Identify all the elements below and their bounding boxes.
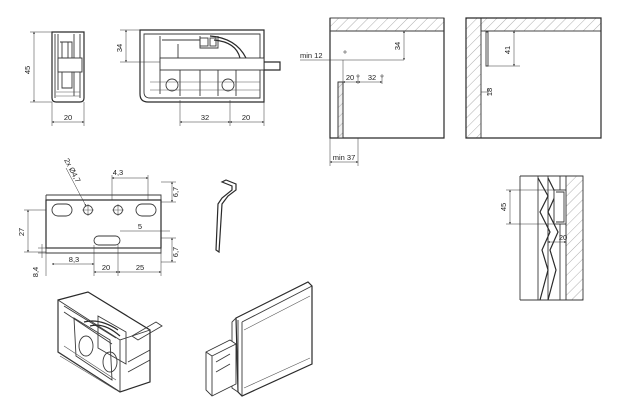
front-width-label: 20 [64, 113, 72, 122]
plate-corner-label: 8,4 [31, 267, 40, 277]
plate-right-bottom-label: 6,7 [171, 247, 180, 257]
wall-section: 41 18 [465, 17, 602, 139]
isometric-mechanism [57, 291, 163, 393]
plate-bottom-mid-label: 20 [102, 263, 110, 272]
cabinet-section: min 12 34 20 32 min 37 [300, 17, 445, 166]
cab-left-label: 20 [346, 73, 354, 82]
wall-height-label: 41 [503, 46, 512, 54]
wall-gap-label: 18 [485, 88, 494, 96]
plate-middle-label: 5 [138, 222, 142, 231]
cab-min-bottom-label: min 37 [333, 153, 356, 162]
isometric-plate [205, 281, 313, 397]
front-height-label: 45 [23, 66, 32, 74]
plate-bottom-right-label: 25 [136, 263, 144, 272]
plate-top-label: 4,3 [113, 168, 123, 177]
front-view: 45 20 [23, 31, 85, 126]
plate-left-label: 27 [17, 228, 26, 236]
side-height-label: 34 [115, 44, 124, 52]
mount-height-label: 45 [499, 203, 508, 211]
plate-bottom-left-label: 8,3 [69, 255, 79, 264]
cab-vertical-label: 34 [393, 42, 402, 50]
side-left-label: 32 [201, 113, 209, 122]
cab-min-top-label: min 12 [300, 51, 323, 60]
mount-width-label: 20 [559, 233, 567, 242]
side-view: 34 32 20 [115, 29, 281, 126]
cab-right-label: 32 [368, 73, 376, 82]
mount-section: 45 20 [499, 175, 584, 301]
plate-view: 2x Ø4,7 4,3 6,7 27 5 6,7 8,3 20 25 8,4 [17, 157, 180, 278]
side-right-label: 20 [242, 113, 250, 122]
bracket-profile [215, 179, 237, 254]
plate-right-top-label: 6,7 [171, 187, 180, 197]
